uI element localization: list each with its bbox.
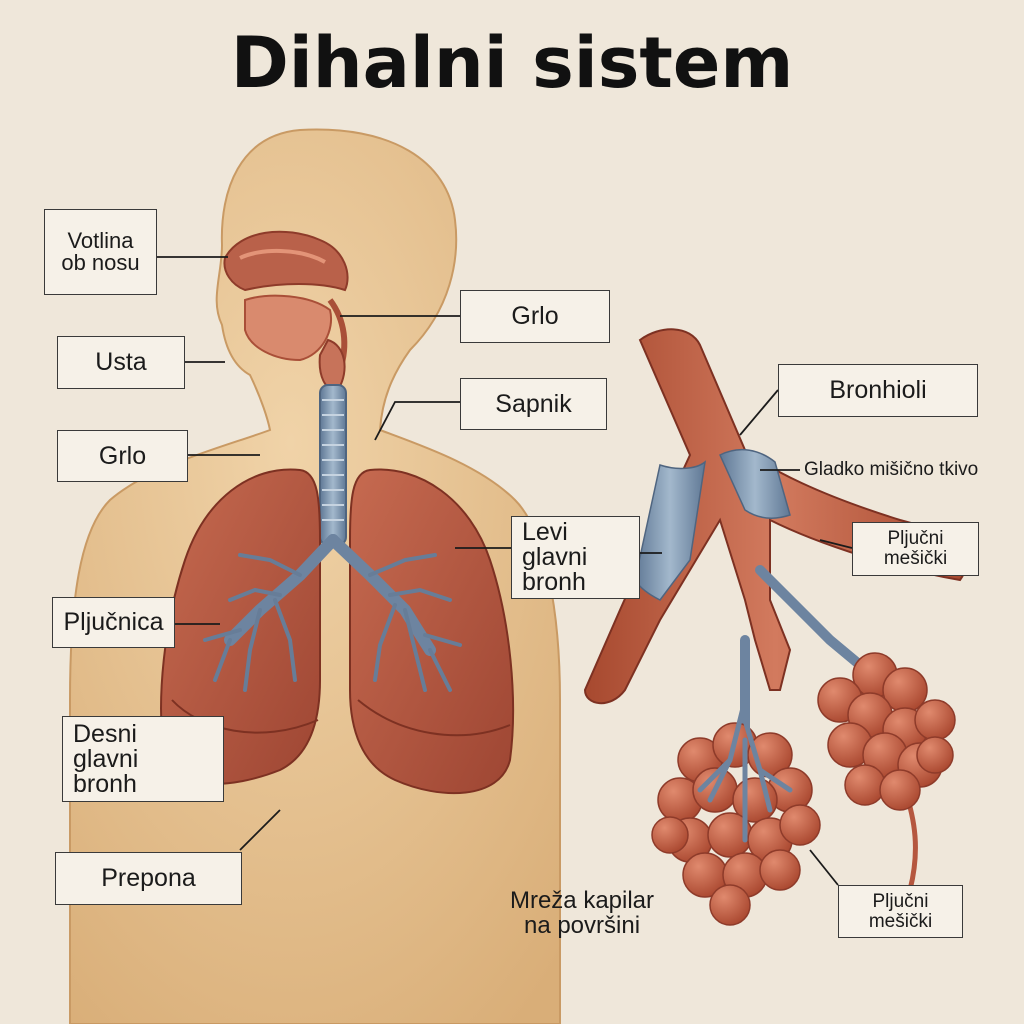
label-diaphragm: Prepona xyxy=(55,852,242,905)
trachea xyxy=(319,384,347,546)
bronchial-tree xyxy=(203,534,462,692)
label-throat-left: Grlo xyxy=(57,430,188,482)
label-alveoli-upper: Pljučni mešički xyxy=(852,522,979,576)
label-capillary-network: Mreža kapilar na površini xyxy=(509,887,655,940)
head-interior xyxy=(223,230,349,392)
label-nasal-cavity: Votlina ob nosu xyxy=(44,209,157,295)
alveoli-cluster-lower xyxy=(651,722,821,926)
label-larynx: Sapnik xyxy=(460,378,607,430)
magnified-bronchus xyxy=(583,328,967,891)
label-throat-right: Grlo xyxy=(460,290,610,343)
label-bronchioles: Bronhioli xyxy=(778,364,978,417)
label-smooth-muscle: Gladko mišično tkivo xyxy=(804,459,979,480)
alveoli-branches-lower xyxy=(697,697,793,843)
label-left-main-bronchus: Levi glavni bronh xyxy=(511,516,640,599)
label-alveoli-lower: Pljučni mešički xyxy=(838,885,963,938)
label-mouth: Usta xyxy=(57,336,185,389)
left-lung xyxy=(349,468,515,795)
alveoli-cluster-upper xyxy=(817,652,956,811)
label-lung: Pljučnica xyxy=(52,597,175,648)
label-right-main-bronchus: Desni glavni bronh xyxy=(62,716,224,802)
diagram-title: Dihalni sistem xyxy=(230,22,794,104)
